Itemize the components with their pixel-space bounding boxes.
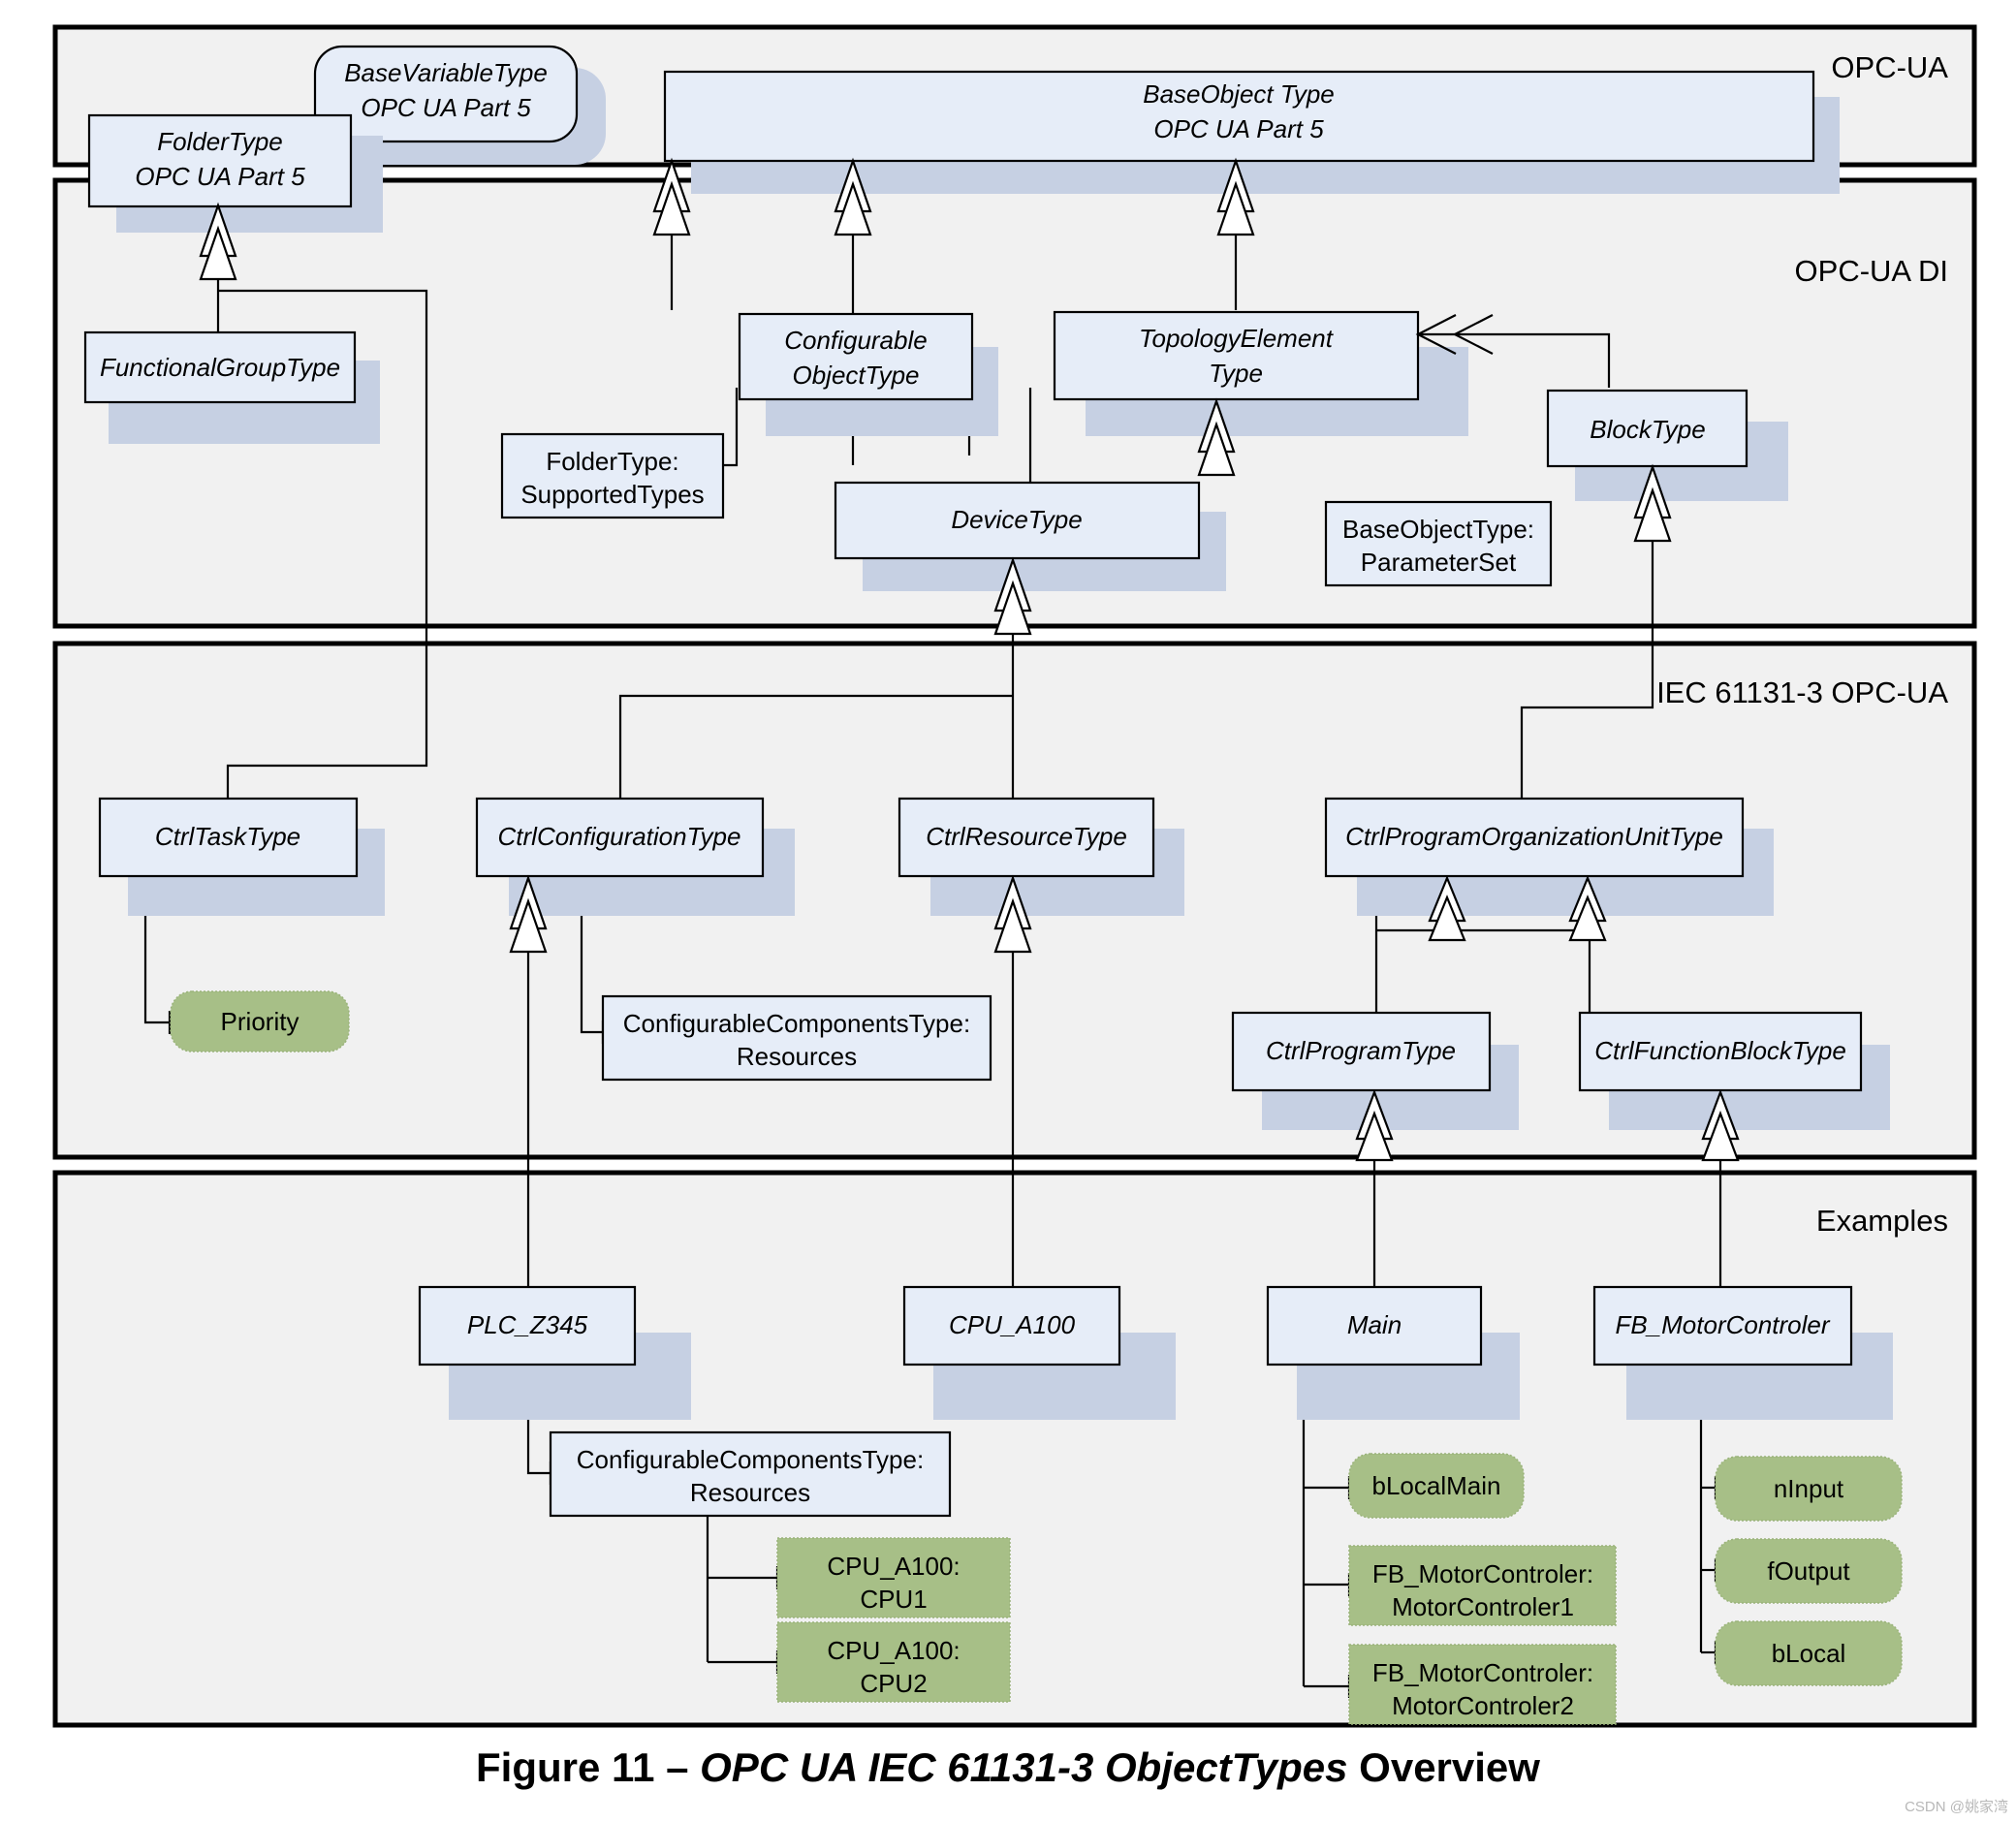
- node-label: DeviceType: [951, 505, 1082, 534]
- node-label: Resources: [737, 1042, 857, 1071]
- node-configurable-object-type[interactable]: [738, 312, 974, 401]
- section-label-opc-ua-di: OPC-UA DI: [1795, 254, 1948, 288]
- watermark: CSDN @姚家湾: [1905, 1799, 2008, 1815]
- section-label-iec-61131-3: IEC 61131-3 OPC-UA: [1656, 675, 1948, 709]
- node-main[interactable]: [1266, 1285, 1483, 1366]
- node-label: bLocalMain: [1372, 1471, 1501, 1500]
- caption-suffix: Overview: [1347, 1744, 1540, 1790]
- node-label: Main: [1347, 1310, 1402, 1339]
- node-label: Resources: [690, 1478, 810, 1507]
- node-functional-group-type[interactable]: [83, 330, 357, 404]
- node-label: BaseVariableType: [344, 58, 548, 87]
- node-label: PLC_Z345: [467, 1310, 588, 1339]
- node-label: MotorControler1: [1392, 1592, 1574, 1621]
- node-priority[interactable]: [170, 990, 350, 1052]
- node-topology-element-type[interactable]: [1053, 310, 1420, 401]
- node-ctrl-task-type[interactable]: [98, 797, 359, 878]
- node-foutput[interactable]: [1715, 1538, 1903, 1604]
- node-device-type[interactable]: [834, 481, 1201, 560]
- figure-caption: Figure 11 – OPC UA IEC 61131-3 ObjectTyp…: [0, 1744, 2016, 1791]
- node-folder-type[interactable]: [87, 113, 353, 208]
- node-base-object-type-parameterset[interactable]: [1324, 500, 1553, 587]
- caption-title: OPC UA IEC 61131-3 ObjectTypes: [700, 1744, 1348, 1790]
- node-plc-z345[interactable]: [418, 1285, 637, 1366]
- node-cpu-a100-cpu1[interactable]: [776, 1537, 1011, 1618]
- node-label: FolderType:: [546, 447, 678, 476]
- node-ctrl-program-type[interactable]: [1231, 1011, 1492, 1092]
- node-label: CtrlProgramType: [1266, 1036, 1456, 1065]
- node-example-configurable-components-resources[interactable]: [549, 1430, 952, 1518]
- node-label: bLocal: [1772, 1639, 1846, 1668]
- node-fb-motorcontroler2[interactable]: [1348, 1644, 1617, 1725]
- node-label: FunctionalGroupType: [100, 353, 340, 382]
- node-ninput[interactable]: [1715, 1456, 1903, 1522]
- node-cpu-a100[interactable]: [902, 1285, 1121, 1366]
- node-configurable-components-resources[interactable]: [601, 994, 992, 1082]
- generalization-arrows-iec: [509, 874, 1740, 1162]
- node-label: ParameterSet: [1361, 548, 1517, 577]
- node-blocalmain[interactable]: [1348, 1453, 1525, 1519]
- generalization-arrows-di: [993, 397, 1672, 636]
- node-label: nInput: [1774, 1474, 1844, 1503]
- node-label: fOutput: [1767, 1556, 1850, 1586]
- node-base-variable-type[interactable]: [313, 45, 579, 143]
- node-label: CtrlTaskType: [155, 822, 300, 851]
- section-label-examples: Examples: [1816, 1204, 1948, 1238]
- node-label: FB_MotorControler: [1615, 1310, 1830, 1339]
- node-fb-motorcontroler[interactable]: [1592, 1285, 1853, 1366]
- node-label: CtrlResourceType: [926, 822, 1127, 851]
- node-ctrl-configuration-type[interactable]: [475, 797, 765, 878]
- node-label: ConfigurableComponentsType:: [577, 1445, 924, 1474]
- section-examples: [52, 1170, 1977, 1728]
- node-label: CPU2: [860, 1669, 927, 1698]
- node-label: FolderType: [157, 127, 283, 156]
- node-label: CPU1: [860, 1585, 927, 1614]
- node-label: OPC UA Part 5: [135, 162, 305, 191]
- node-label: SupportedTypes: [520, 480, 704, 509]
- node-label: CPU_A100:: [827, 1636, 960, 1665]
- generalization-arrows-opcua: [199, 157, 1255, 281]
- node-label: FB_MotorControler:: [1372, 1559, 1593, 1588]
- node-label: Priority: [221, 1007, 299, 1036]
- node-label: BaseObject Type: [1143, 79, 1335, 109]
- node-label: CPU_A100: [949, 1310, 1076, 1339]
- node-label: BaseObjectType:: [1342, 515, 1534, 544]
- node-label: CPU_A100:: [827, 1552, 960, 1581]
- node-label: BlockType: [1590, 415, 1705, 444]
- node-label: ConfigurableComponentsType:: [623, 1009, 970, 1038]
- node-label: Configurable: [784, 326, 927, 355]
- node-label: TopologyElement: [1139, 324, 1335, 353]
- node-folder-type-supported-types[interactable]: [500, 432, 725, 519]
- node-label: FB_MotorControler:: [1372, 1658, 1593, 1687]
- node-label: OPC UA Part 5: [361, 93, 531, 122]
- section-label-opc-ua: OPC-UA: [1831, 50, 1948, 84]
- node-label: MotorControler2: [1392, 1691, 1574, 1720]
- node-ctrl-program-organization-unit-type[interactable]: [1324, 797, 1745, 878]
- caption-prefix: Figure 11 –: [476, 1744, 701, 1790]
- node-ctrl-function-block-type[interactable]: [1578, 1011, 1863, 1092]
- node-block-type[interactable]: [1546, 389, 1748, 468]
- node-label: CtrlFunctionBlockType: [1594, 1036, 1846, 1065]
- node-ctrl-resource-type[interactable]: [898, 797, 1155, 878]
- node-fb-motorcontroler1[interactable]: [1348, 1545, 1617, 1626]
- node-cpu-a100-cpu2[interactable]: [776, 1621, 1011, 1703]
- node-label: CtrlProgramOrganizationUnitType: [1345, 822, 1723, 851]
- node-blocal[interactable]: [1715, 1620, 1903, 1686]
- node-label: Type: [1209, 359, 1263, 388]
- aggregation-arrow: [1415, 314, 1494, 355]
- node-label: ObjectType: [792, 361, 919, 390]
- node-label: OPC UA Part 5: [1153, 114, 1324, 143]
- node-label: CtrlConfigurationType: [498, 822, 741, 851]
- node-base-object-type[interactable]: [663, 70, 1815, 163]
